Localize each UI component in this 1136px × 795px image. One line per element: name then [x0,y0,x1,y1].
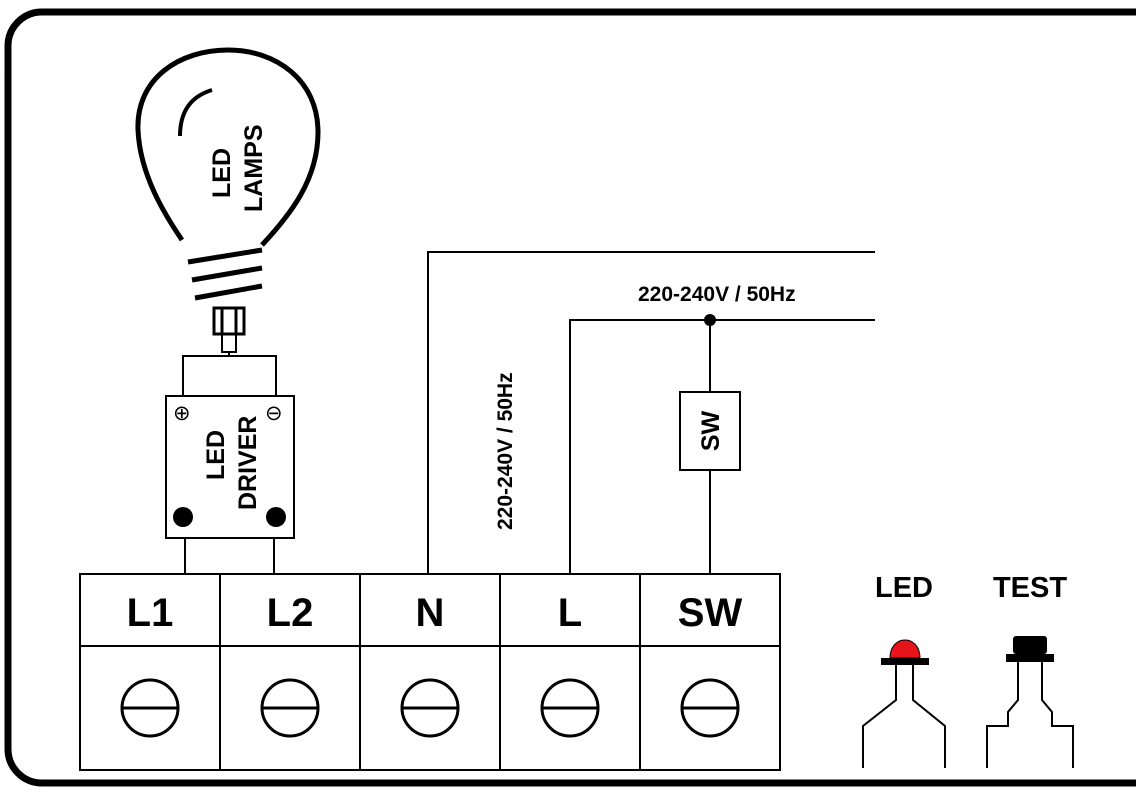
switch-box [679,391,741,471]
supply-label-vertical: 220-240V / 50Hz [494,372,517,530]
led-lamp-icon [135,47,321,353]
lamp-driver-wires [182,352,277,396]
driver-label-line2: DRIVER [234,416,262,510]
lamp-label-line1: LED [208,148,236,198]
terminal-label-l1: L1 [127,591,174,635]
terminal-label-n: N [416,591,445,635]
lamp-label-line2: LAMPS [240,125,268,213]
supply-label-horizontal: 220-240V / 50Hz [638,283,796,306]
driver-terminal-right [266,507,286,527]
enclosure-frame [4,8,1136,787]
terminal-label-l2: L2 [267,591,314,635]
terminal-screw-l2 [260,678,320,738]
driver-label-line1: LED [202,430,230,480]
terminal-block [79,573,781,771]
terminal-screw-l1 [120,678,180,738]
supply-wires [427,251,875,574]
terminal-screw-n [400,678,460,738]
switch-label: SW [697,410,725,451]
driver-plus-icon: ⊕ [173,402,191,425]
led-driver-box [165,395,295,539]
driver-output-wires [184,538,275,574]
terminal-screw-sw [680,678,740,738]
terminal-label-sw: SW [678,591,743,635]
terminal-screw-l [540,678,600,738]
terminal-label-l: L [558,591,582,635]
test-button-icon [986,636,1074,768]
led-indicator-icon [862,639,946,768]
test-button-label: TEST [993,572,1067,604]
driver-minus-icon: ⊖ [265,402,283,425]
led-indicator-label: LED [875,572,933,604]
driver-terminal-left [173,507,193,527]
